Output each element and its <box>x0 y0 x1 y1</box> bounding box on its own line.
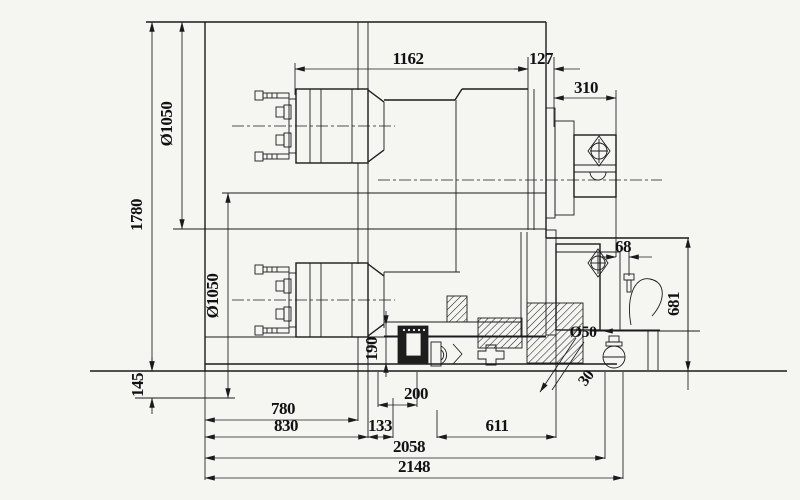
upper-spindle-bolts <box>254 90 292 162</box>
axis-notch <box>589 171 607 181</box>
grab-handle <box>629 278 663 326</box>
dim-2148-label: 2148 <box>398 457 430 476</box>
dim-1162-label: 1162 <box>392 49 423 68</box>
dim-133-label: 133 <box>368 416 392 435</box>
lower-spindle-assembly <box>254 262 385 338</box>
dim-dia1050-lower-label: Ø1050 <box>203 274 222 319</box>
bed-section-details <box>384 295 584 367</box>
upper-spindle-assembly <box>254 88 385 164</box>
hatched-section-small <box>446 295 468 323</box>
clamp-block <box>397 325 429 364</box>
dim-2058-label: 2058 <box>393 437 425 456</box>
dim-68-label: 68 <box>615 237 631 256</box>
dim-200-label: 200 <box>404 384 428 403</box>
lower-handwheel-icon <box>587 248 609 278</box>
callout-dia50-label: Ø50 <box>570 324 597 341</box>
dim-780-label: 780 <box>271 399 295 418</box>
dim-830-label: 830 <box>274 416 298 435</box>
dim-681-label: 681 <box>664 292 683 316</box>
hatched-section-right <box>526 302 584 364</box>
upper-handwheel-icon <box>587 135 611 167</box>
dim-dia1050-upper-label: Ø1050 <box>157 102 176 147</box>
dim-190-label: 190 <box>362 337 381 361</box>
dimension-layer: 1162 127 310 68 200 780 830 133 611 2058… <box>127 21 691 481</box>
dim-310-label: 310 <box>574 78 598 97</box>
dim-145-label: 145 <box>128 373 147 397</box>
plug-fitting <box>430 341 463 367</box>
lower-spindle-bolts <box>254 264 292 336</box>
leveling-foot <box>602 335 626 369</box>
dim-611-label: 611 <box>485 416 508 435</box>
hatched-section-left <box>477 317 523 349</box>
dim-1780-label: 1780 <box>127 199 146 231</box>
dim-127-label: 127 <box>529 49 554 68</box>
